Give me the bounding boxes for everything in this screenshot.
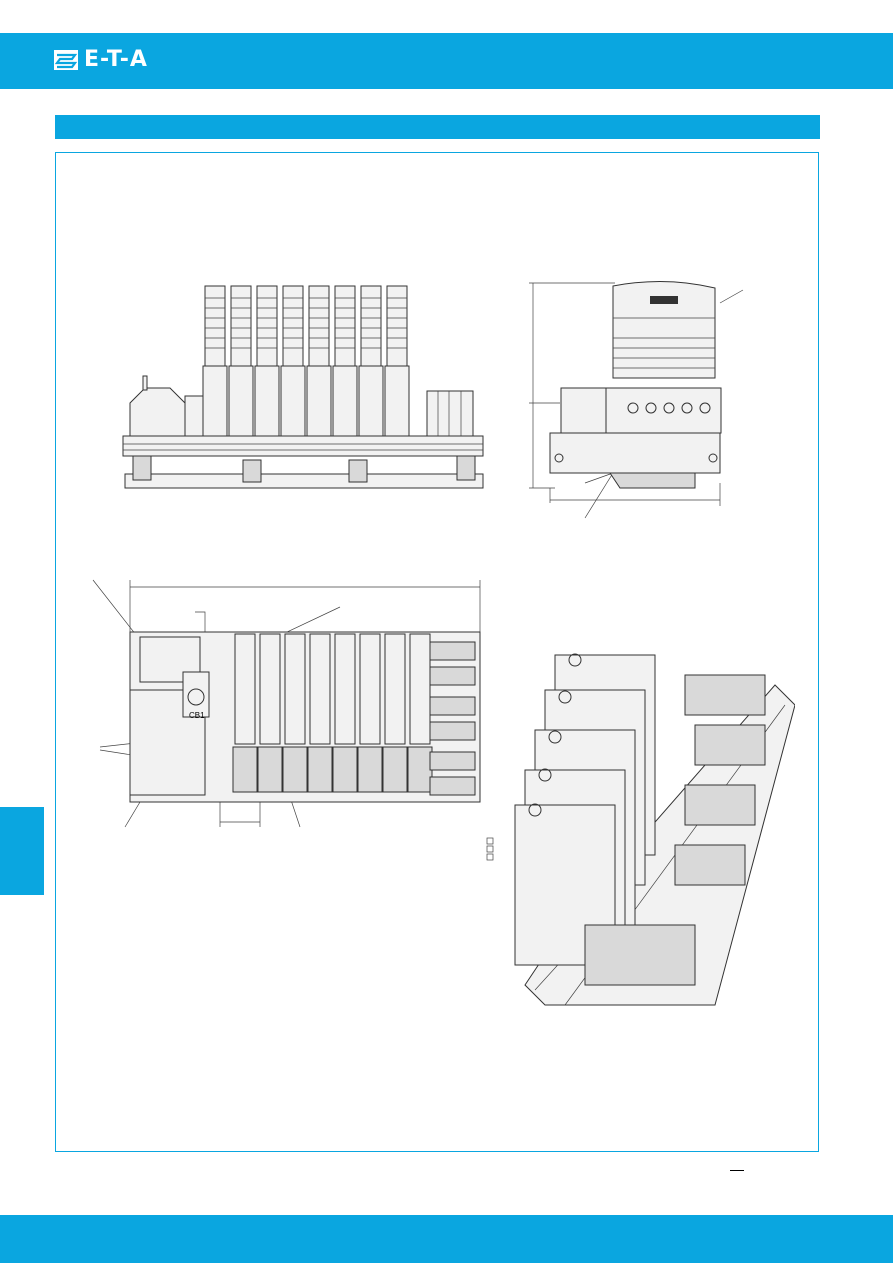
dimension-lines xyxy=(529,282,744,519)
isometric-drawing xyxy=(514,653,795,1006)
iso-terminals xyxy=(584,674,766,986)
eta-logo-icon xyxy=(54,50,78,70)
front-elevation-drawing xyxy=(122,285,484,489)
side-elevation-drawing xyxy=(529,280,744,519)
chapter-tab xyxy=(0,807,44,895)
iso-modules xyxy=(514,653,656,966)
plan-view-body: CB1 xyxy=(129,631,481,803)
footer-bar xyxy=(0,1215,893,1263)
header-bar: E-T-A xyxy=(0,33,893,89)
content-frame xyxy=(55,152,819,1152)
side-view-body xyxy=(549,280,722,489)
plan-view-drawing: CB1 xyxy=(92,579,494,861)
page-mark xyxy=(730,1170,744,1171)
front-view-rail xyxy=(122,435,484,489)
logo-text: E-T-A xyxy=(84,47,148,72)
section-title-bar xyxy=(55,115,820,139)
front-view-modules xyxy=(129,285,474,439)
cb1-label: CB1 xyxy=(189,711,205,720)
legend-boxes xyxy=(486,837,494,861)
